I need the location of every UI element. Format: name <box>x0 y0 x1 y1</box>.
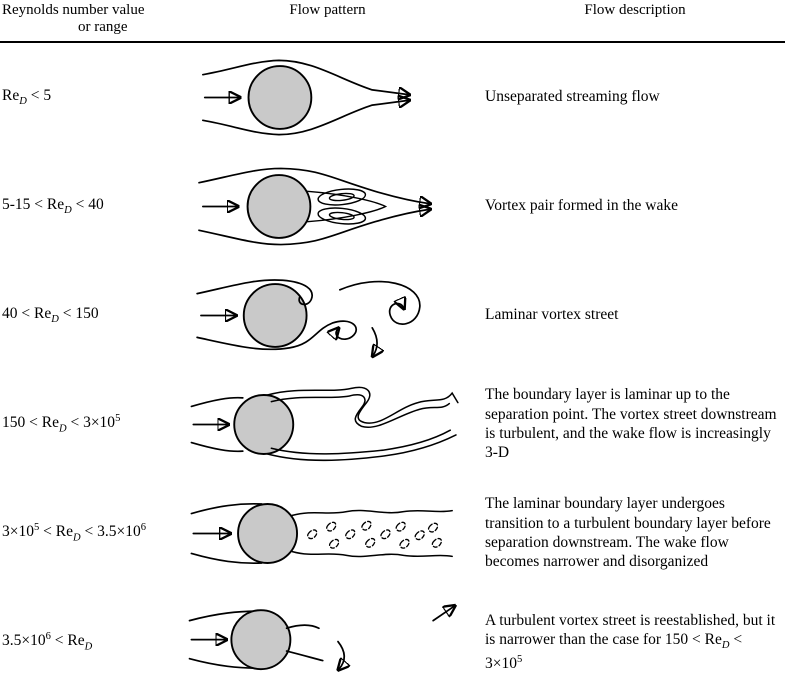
table-row-4: 150 < ReD < 3×105 The boundary layer is … <box>0 370 785 479</box>
flow-description: Laminar vortex street <box>485 306 619 324</box>
vortex-curl-right <box>339 280 421 325</box>
wake-boundary-bottom-outer <box>266 433 457 461</box>
header-rule <box>0 40 785 43</box>
reynolds-range: ReD < 5 <box>2 86 52 108</box>
cylinder <box>246 173 312 239</box>
cylinder <box>230 608 292 670</box>
streamline-bottom <box>190 441 244 452</box>
wake-line-bottom <box>285 649 324 661</box>
downwash-arrow <box>338 640 344 669</box>
streamline-curl-top <box>196 278 313 305</box>
streamline-top <box>198 167 429 203</box>
streamline-top <box>190 502 263 514</box>
streamline-top <box>190 396 244 407</box>
cylinder <box>242 282 308 348</box>
header-flow-description: Flow description <box>584 2 686 18</box>
wake-boundary-top-outer <box>266 386 459 424</box>
vortex-upper <box>317 187 367 206</box>
table-row-3: 40 < ReD < 150 Laminar vortex street <box>0 261 785 370</box>
streamline-bottom <box>198 209 429 245</box>
vortex-lower <box>317 206 367 225</box>
header-reynolds-line2: or range <box>78 19 128 36</box>
flow-description: The laminar boundary layer undergoes tra… <box>485 495 771 571</box>
turbulent-squiggles <box>307 520 443 549</box>
flow-diagram-turbulent-wake <box>190 386 459 461</box>
flow-pattern-unseparated-streaming <box>170 45 485 150</box>
flow-diagram-transition <box>190 502 453 564</box>
flow-diagram-unseparated <box>201 59 475 135</box>
downwash-arrow <box>372 326 377 355</box>
streamline-curl-bottom <box>196 319 358 350</box>
flow-diagram-vortex-pair <box>198 167 475 245</box>
table-row-6: 3.5×106 < ReD <box>0 588 785 697</box>
table-row-2: 5-15 < ReD < 40 Vortex pair formed in th <box>0 152 785 261</box>
wake-line-top <box>285 623 320 629</box>
streamline-bottom <box>190 552 263 564</box>
wake-boundary-top <box>291 509 453 516</box>
cylinder <box>237 502 298 564</box>
reynolds-range: 40 < ReD < 150 <box>2 304 99 326</box>
outflow-arrow <box>432 606 454 621</box>
reynolds-range: 3×105 < ReD < 3.5×106 <box>2 522 146 544</box>
header-reynolds-line1: Reynolds number value <box>2 2 145 18</box>
flow-diagram-turbulent-street <box>188 590 475 695</box>
flow-pattern-turbulent-wake <box>170 372 485 477</box>
table-row-1: ReD < 5 Unseparated streaming flow <box>0 43 785 152</box>
reynolds-range: 150 < ReD < 3×105 <box>2 413 121 435</box>
flow-description: Unseparated streaming flow <box>485 88 660 106</box>
reynolds-range: 5-15 < ReD < 40 <box>2 195 104 217</box>
header-flow-pattern: Flow pattern <box>289 2 366 18</box>
flow-description: Vortex pair formed in the wake <box>485 197 678 215</box>
flow-pattern-turbulent-street <box>170 590 485 695</box>
table-row-5: 3×105 < ReD < 3.5×106 <box>0 479 785 588</box>
vortex-2 <box>371 647 394 670</box>
flow-pattern-vortex-pair <box>170 154 485 259</box>
flow-description: The boundary layer is laminar up to the … <box>485 386 777 462</box>
streamline-top <box>201 59 409 94</box>
vortex-3 <box>409 618 432 641</box>
table-header: Reynolds number value or range Flow patt… <box>0 0 785 37</box>
vortex-1 <box>312 622 333 643</box>
flow-pattern-laminar-vortex-street <box>170 263 485 368</box>
streamline-bottom <box>201 100 409 135</box>
cylinder <box>247 64 313 130</box>
flow-diagram-laminar-street <box>196 278 421 368</box>
flow-description: A turbulent vortex street is reestablish… <box>485 611 776 672</box>
wake-boundary-bottom-inner <box>270 428 452 455</box>
flow-pattern-transition-narrow-wake <box>170 481 485 586</box>
wake-boundary-bottom <box>291 550 453 557</box>
header-reynolds: Reynolds number value or range <box>0 2 170 37</box>
reynolds-range: 3.5×106 < ReD <box>2 631 93 653</box>
cylinder <box>233 393 295 455</box>
wake-boundary-top-inner <box>270 393 451 428</box>
